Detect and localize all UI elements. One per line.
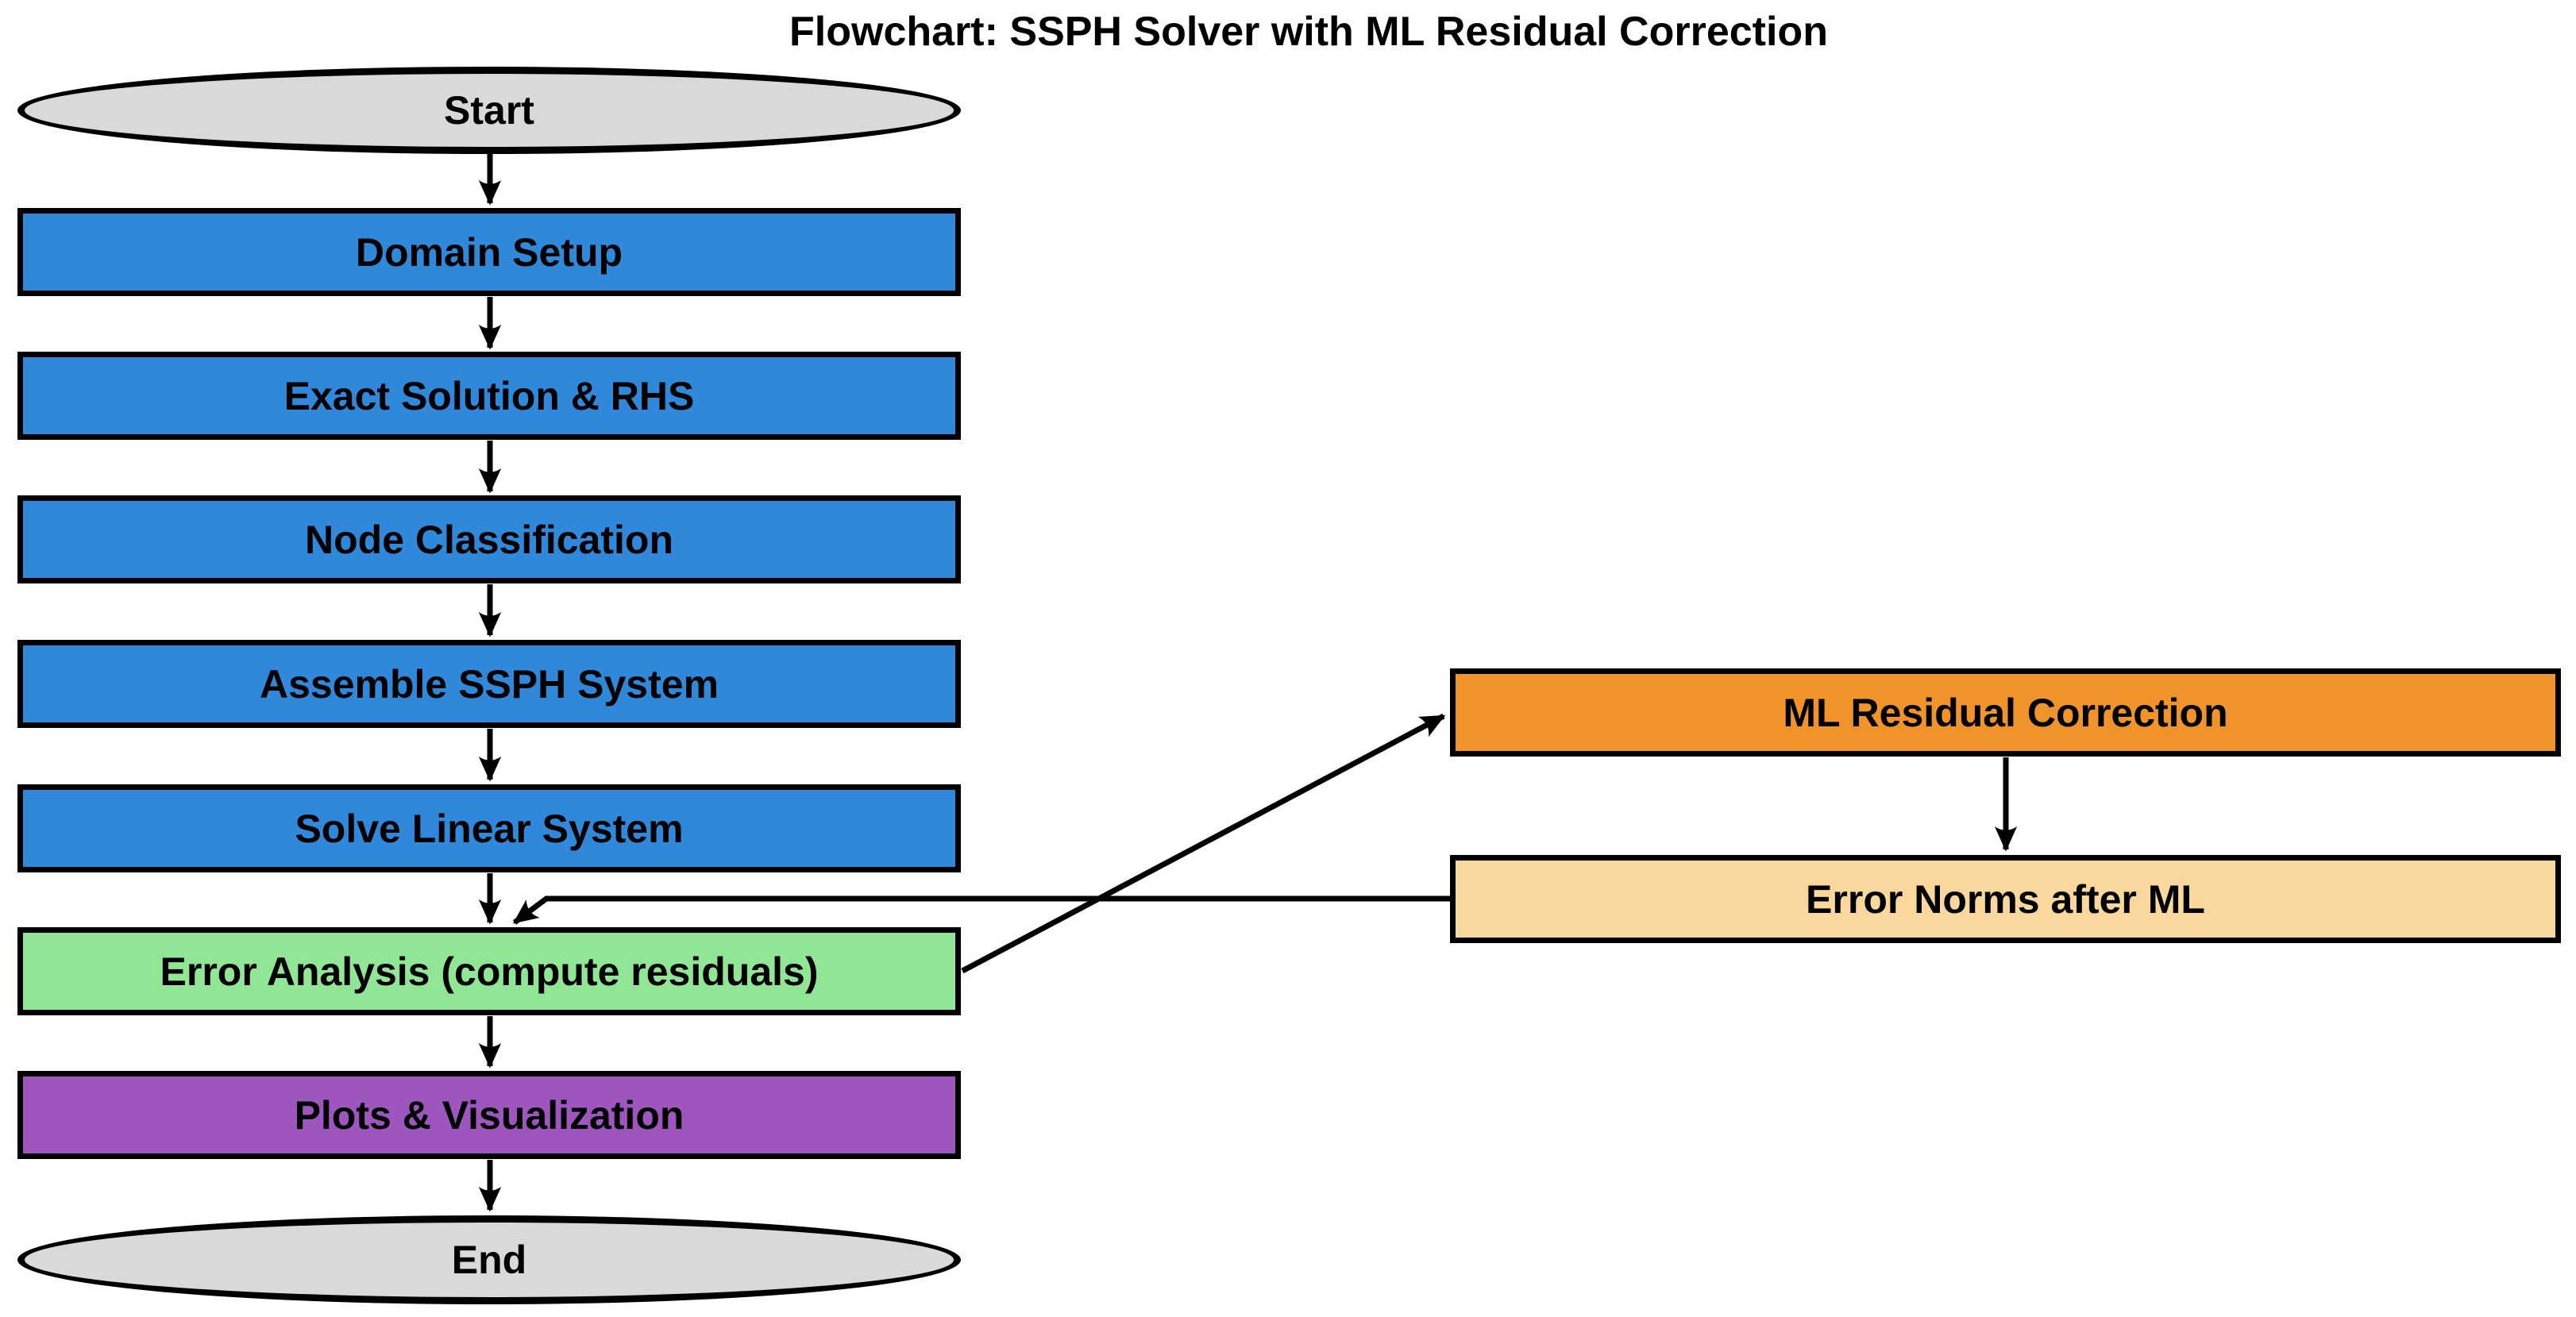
- node-solve-linear-system-label: Solve Linear System: [295, 806, 684, 851]
- node-plots-visualization: Plots & Visualization: [17, 1071, 961, 1159]
- node-domain-setup-label: Domain Setup: [355, 229, 623, 275]
- chart-title: Flowchart: SSPH Solver with ML Residual …: [789, 9, 1828, 55]
- node-error-norms-after-ml-label: Error Norms after ML: [1806, 876, 2205, 922]
- node-error-norms-after-ml: Error Norms after ML: [1450, 855, 2561, 943]
- node-ml-residual-correction-label: ML Residual Correction: [1783, 690, 2228, 735]
- node-node-classification-label: Node Classification: [305, 517, 673, 562]
- node-start: Start: [17, 67, 961, 154]
- node-error-analysis-label: Error Analysis (compute residuals): [160, 949, 819, 994]
- node-exact-solution-rhs-label: Exact Solution & RHS: [283, 373, 695, 418]
- node-end-label: End: [451, 1238, 527, 1282]
- edge-error-norms-to-error-analysis: [512, 895, 1450, 925]
- node-exact-solution-rhs: Exact Solution & RHS: [17, 352, 961, 440]
- node-error-analysis: Error Analysis (compute residuals): [17, 927, 961, 1015]
- node-assemble-ssph-system-label: Assemble SSPH System: [259, 661, 719, 707]
- node-node-classification: Node Classification: [17, 495, 961, 583]
- node-end: End: [17, 1215, 961, 1304]
- node-domain-setup: Domain Setup: [17, 208, 961, 296]
- edge-error-analysis-to-ml-correction: [961, 713, 1446, 974]
- node-assemble-ssph-system: Assemble SSPH System: [17, 640, 961, 728]
- node-start-label: Start: [444, 88, 534, 133]
- node-ml-residual-correction: ML Residual Correction: [1450, 668, 2561, 757]
- node-plots-visualization-label: Plots & Visualization: [294, 1092, 684, 1138]
- node-solve-linear-system: Solve Linear System: [17, 784, 961, 872]
